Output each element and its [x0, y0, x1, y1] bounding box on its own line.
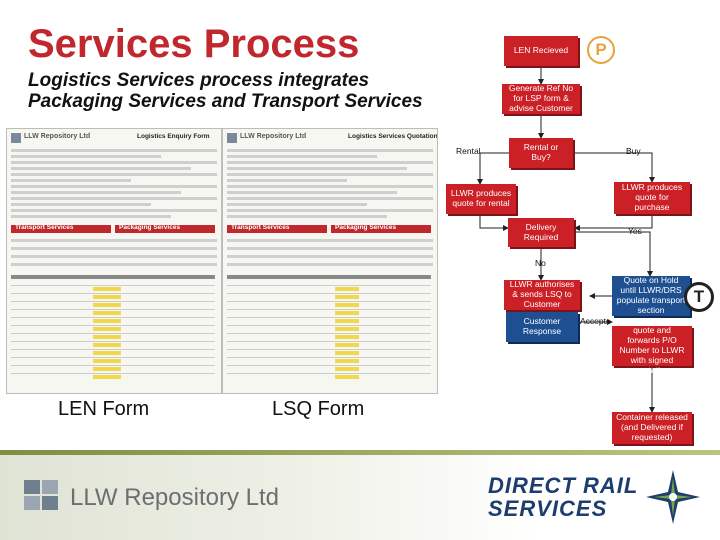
len-transport-section: Transport Services	[15, 224, 74, 231]
len-form-caption: LEN Form	[58, 398, 150, 420]
node-quote-rental: LLWR produces quote for rental	[446, 184, 516, 214]
footer-strip	[0, 450, 720, 455]
footer-band	[0, 450, 720, 540]
lsq-form-document: LLW Repository Ltd Logistics Services Qu…	[222, 128, 438, 394]
packaging-badge-icon: P	[587, 36, 615, 64]
edge-purchase-to-delivery	[574, 214, 653, 231]
len-heading: Logistics Enquiry Form	[137, 133, 210, 140]
edge-rental-to-delivery	[479, 214, 509, 231]
edge-label-no: No	[535, 258, 546, 268]
transport-badge-icon: T	[684, 282, 714, 312]
llw-logo-icon	[24, 480, 58, 510]
llw-logo-icon	[227, 133, 237, 143]
edge-label-accepts: Accepts	[580, 316, 611, 326]
node-generate-ref: Generate Ref No for LSP form & advise Cu…	[502, 83, 580, 114]
edge-label-yes: Yes	[628, 226, 642, 236]
slide-subtitle: Logistics Services process integrates Pa…	[28, 70, 423, 113]
node-len-received: LEN Recieved	[504, 36, 578, 66]
edge-label-buy: Buy	[626, 146, 641, 156]
len-logo-text: LLW Repository Ltd	[24, 133, 91, 140]
len-packaging-section: Packaging Services	[119, 224, 181, 231]
lsq-heading: Logistics Services Quotation	[348, 133, 438, 140]
subtitle-line-1: Logistics Services process integrates	[28, 70, 370, 91]
node-customer-accepts: Customer accepts quote and forwards P/O …	[612, 316, 692, 374]
node-customer-response: Customer Response	[506, 312, 578, 342]
lsq-logo-text: LLW Repository Ltd	[240, 133, 307, 140]
compass-star-icon	[646, 470, 700, 524]
edge-buy	[573, 152, 655, 183]
edge-rental	[477, 152, 509, 185]
subtitle-line-2: Packaging Services and Transport Service…	[28, 91, 423, 113]
lsq-form-caption: LSQ Form	[272, 398, 365, 420]
node-authorises-lsq: LLWR authorises & sends LSQ to Customer	[504, 279, 580, 310]
slide-title: Services Process	[28, 22, 360, 66]
drs-line-1: DIRECT RAIL	[488, 473, 639, 498]
lsq-transport-section: Transport Services	[231, 224, 290, 231]
node-quote-purchase: LLWR produces quote for purchase	[614, 182, 690, 214]
node-quote-on-hold: Quote on Hold until LLWR/DRS populate tr…	[612, 276, 690, 316]
edge-label-rental: Rental	[456, 146, 481, 156]
llw-logo-icon	[11, 133, 21, 143]
node-rental-or-buy: Rental or Buy?	[509, 138, 573, 168]
len-form-document: LLW Repository Ltd Logistics Enquiry For…	[6, 128, 222, 394]
drs-line-2: SERVICES	[488, 496, 608, 522]
drs-logo-text: DIRECT RAIL SERVICES	[488, 474, 638, 520]
node-container-released: Container released (and Delivered if req…	[612, 412, 692, 444]
node-delivery-required: Delivery Required	[508, 218, 574, 247]
llw-company-name: LLW Repository Ltd	[70, 484, 279, 511]
lsq-packaging-section: Packaging Services	[335, 224, 397, 231]
edge-yes-to-hold	[612, 231, 653, 277]
